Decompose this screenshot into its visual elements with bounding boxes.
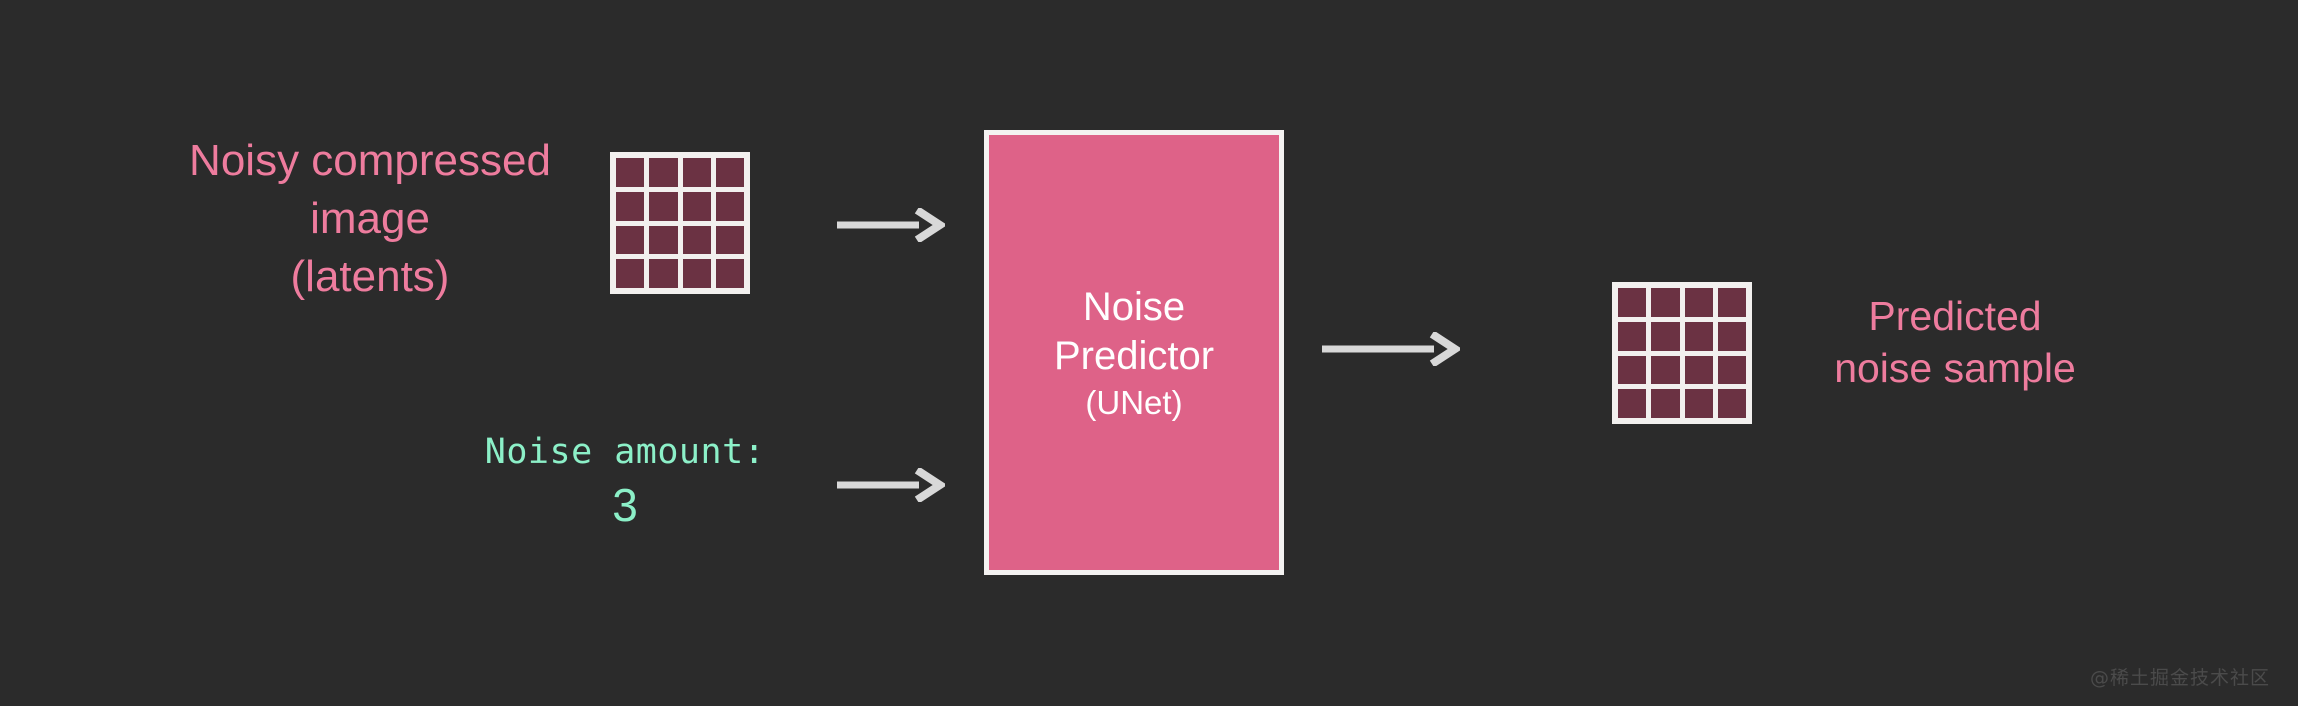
latent-cell <box>1651 321 1680 351</box>
latent-cell <box>1717 355 1746 385</box>
arrow-right-icon <box>837 208 945 242</box>
latent-cell <box>715 191 744 221</box>
noise-predictor-subtitle: (UNet) <box>1085 384 1183 422</box>
latent-cell <box>1684 288 1713 317</box>
noise-amount-value: 3 <box>612 479 638 531</box>
latent-cell <box>1684 321 1713 351</box>
latent-cell <box>649 158 678 187</box>
noise-amount-label: Noise amount: <box>484 432 766 472</box>
latent-cell <box>682 191 711 221</box>
latent-cell <box>1618 288 1647 317</box>
latent-cell <box>715 158 744 187</box>
latent-grid-input <box>610 152 750 294</box>
latent-cell <box>1717 321 1746 351</box>
latent-cell <box>1684 355 1713 385</box>
noise-amount-group: Noise amount: 3 <box>440 432 810 532</box>
latent-cell <box>616 259 645 288</box>
latent-cell <box>1618 355 1647 385</box>
noise-predictor-title: Noise Predictor <box>1053 284 1215 378</box>
latent-cell <box>1717 389 1746 418</box>
latent-cell <box>682 259 711 288</box>
arrow-right-icon <box>1322 332 1460 366</box>
latent-cell <box>1651 355 1680 385</box>
latent-cell <box>715 259 744 288</box>
latent-cell <box>1618 389 1647 418</box>
latent-cell <box>682 225 711 255</box>
latent-cell <box>616 158 645 187</box>
latent-cell <box>649 225 678 255</box>
latent-cell <box>649 191 678 221</box>
arrow-right-icon <box>837 468 945 502</box>
latent-cell <box>616 225 645 255</box>
latent-cell <box>715 225 744 255</box>
predicted-noise-sample-label: Predicted noise sample <box>1834 293 2076 392</box>
watermark: @稀土掘金技术社区 <box>2089 667 2270 689</box>
latent-cell <box>1651 288 1680 317</box>
noisy-latents-label: Noisy compressed image (latents) <box>189 136 551 302</box>
latent-cell <box>616 191 645 221</box>
latent-cell <box>1684 389 1713 418</box>
latent-cell <box>1618 321 1647 351</box>
latent-cell <box>1717 288 1746 317</box>
latent-cell <box>1651 389 1680 418</box>
latent-grid-output <box>1612 282 1752 424</box>
latent-cell <box>682 158 711 187</box>
latent-cell <box>649 259 678 288</box>
noise-predictor-box: Noise Predictor (UNet) <box>984 130 1284 575</box>
